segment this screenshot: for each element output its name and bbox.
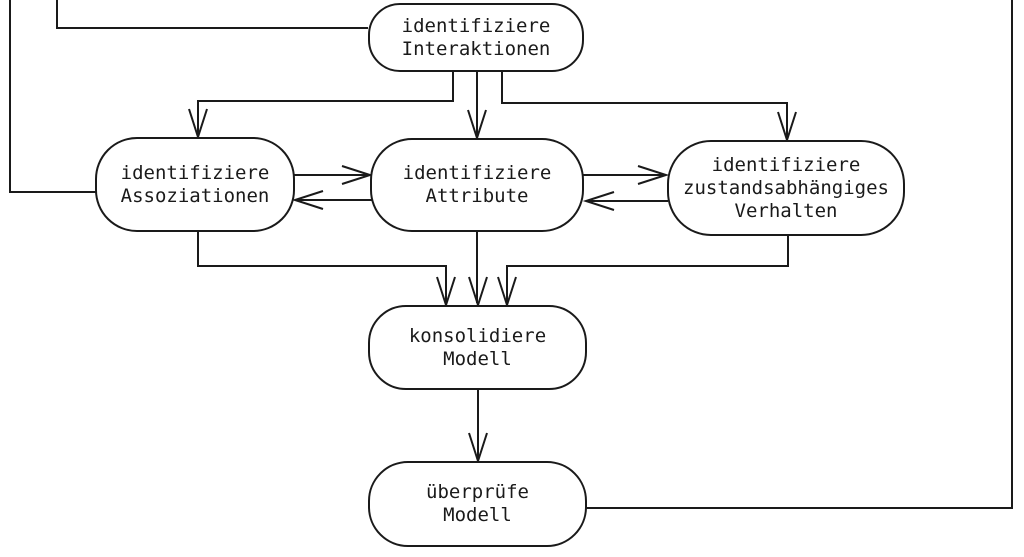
node-label-line: identifiziere	[402, 162, 552, 184]
edge-interaktionen-to-verhalten	[501, 72, 788, 138]
edge-interaktionen-to-assoziationen	[197, 72, 454, 135]
node-konsolidiere-modell: konsolidiere Modell	[368, 305, 587, 390]
node-label-line: Modell	[443, 347, 512, 370]
node-identifiziere-interaktionen: identifiziere Interaktionen	[368, 3, 584, 72]
arrowhead-into-verhalten-left-icon	[637, 165, 670, 185]
arrowhead-into-attribute-right-icon	[582, 191, 615, 211]
node-label-line: Assoziationen	[120, 184, 270, 207]
arrowhead-into-assoziationen-right-icon	[291, 190, 324, 210]
node-label-line: identifiziere	[401, 14, 551, 37]
node-label-line: Interaktionen	[401, 37, 551, 60]
node-identifiziere-attribute: identifiziere Attribute	[370, 138, 584, 232]
edge-verhalten-to-konsolidiere	[506, 236, 789, 303]
edge-offscreen-top-into-assoziationen	[9, 0, 96, 193]
node-identifiziere-zustandsabhaengiges-verhalten: identifiziere zustandsabhängiges Verhalt…	[667, 140, 905, 236]
node-label-line: identifiziere	[120, 161, 270, 184]
node-ueberpruefe-modell: überprüfe Modell	[368, 461, 587, 547]
node-label-line: Modell	[443, 504, 512, 526]
node-identifiziere-assoziationen: identifiziere Assoziationen	[95, 137, 295, 232]
edge-offscreen-top-into-interaktionen	[56, 0, 368, 29]
edge-ueberpruefe-to-offscreen-top-right	[586, 0, 1013, 509]
edge-assoziationen-to-konsolidiere	[197, 232, 447, 303]
node-label-line: konsolidiere	[408, 324, 547, 347]
node-label-line: Attribute	[425, 185, 529, 207]
node-label-line: identifiziere	[711, 153, 861, 176]
node-label-line: überprüfe	[426, 481, 529, 503]
node-label-line: Verhalten	[734, 199, 838, 222]
node-label-line: zustandsabhängiges	[683, 176, 889, 199]
